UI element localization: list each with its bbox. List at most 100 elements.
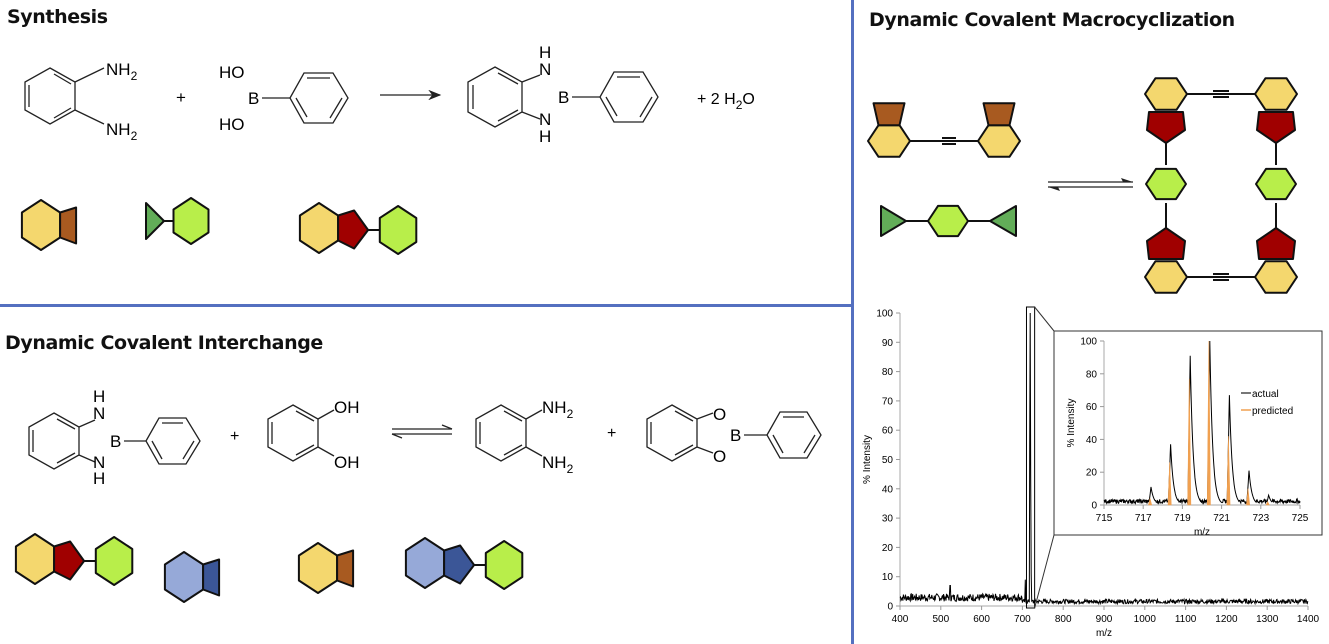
diazaborole-product-structure: HN NH B bbox=[467, 43, 659, 146]
legend-actual-label: actual bbox=[1252, 389, 1279, 400]
x-tick-label: 723 bbox=[1252, 513, 1269, 524]
macrocycle-bottom-pentagon-right bbox=[1256, 227, 1296, 260]
section-title-synthesis: Synthesis bbox=[7, 6, 108, 28]
plus-sign: + bbox=[230, 428, 239, 445]
x-tick-label: 1000 bbox=[1134, 614, 1157, 625]
section-title-interchange: Dynamic Covalent Interchange bbox=[5, 332, 323, 354]
svg-text:H: H bbox=[539, 127, 551, 146]
y-axis-label: % Intensity bbox=[862, 435, 873, 484]
equilibrium-arrows-macrocycle bbox=[1048, 178, 1133, 191]
plus-sign: + bbox=[607, 425, 616, 442]
macrocycle-bottom-hexagon-right bbox=[1254, 260, 1298, 294]
svg-text:N: N bbox=[93, 404, 105, 423]
y-tick-label: 30 bbox=[882, 514, 894, 525]
macrocycle-lime-hexagon-right bbox=[1255, 167, 1297, 201]
y-tick-label: 40 bbox=[1086, 435, 1098, 446]
cartoon-adduct-hexagon bbox=[298, 202, 340, 254]
cartoon-interchange-diamine-trapezoid bbox=[336, 549, 355, 588]
cartoon-bisboronic-hexagon bbox=[927, 204, 969, 238]
cartoon-bisdiamine-left-hexagon bbox=[867, 124, 911, 158]
cartoon-boronate-ester-hexagon bbox=[404, 537, 446, 589]
y-tick-label: 80 bbox=[882, 367, 894, 378]
actual-trace bbox=[1103, 340, 1301, 505]
cartoon-adduct-lime-hexagon bbox=[378, 205, 418, 255]
cartoon-interchange-adduct-hexagon bbox=[14, 533, 56, 585]
y-tick-label: 10 bbox=[882, 572, 894, 583]
svg-text:B: B bbox=[730, 426, 741, 445]
svg-text:O: O bbox=[713, 447, 726, 466]
cartoon-interchange-diamine-hexagon bbox=[297, 542, 339, 594]
macrocycle-top-pentagon-left bbox=[1146, 111, 1186, 144]
x-tick-label: 725 bbox=[1292, 513, 1309, 524]
x-tick-label: 1100 bbox=[1175, 614, 1197, 625]
x-tick-label: 1400 bbox=[1297, 614, 1320, 625]
cartoon-boronic-hexagon bbox=[172, 197, 210, 245]
cartoon-boronate-ester-lime-hexagon bbox=[484, 540, 524, 590]
byproduct-water: + 2 H2O bbox=[697, 91, 755, 112]
cartoon-interchange-adduct-pentagon bbox=[53, 540, 86, 581]
ho-label-bottom: HO bbox=[219, 115, 245, 134]
svg-text:H: H bbox=[539, 43, 551, 62]
diazaborole-reactant-structure: HN NH B bbox=[28, 387, 201, 488]
spectrum-trace bbox=[899, 312, 1309, 606]
y-tick-label: 0 bbox=[887, 602, 893, 613]
x-axis-label: m/z bbox=[1194, 527, 1210, 538]
svg-text:NH2: NH2 bbox=[542, 453, 574, 476]
phenylboronic-acid-structure: HO HO B bbox=[219, 63, 349, 134]
y-tick-label: 20 bbox=[1086, 468, 1098, 479]
svg-text:OH: OH bbox=[334, 453, 360, 472]
y-axis-label: % Intensity bbox=[1066, 399, 1077, 448]
cartoon-catechol-trapezoid bbox=[202, 558, 221, 597]
svg-text:N: N bbox=[93, 453, 105, 472]
equilibrium-arrows-interchange bbox=[391, 424, 453, 439]
svg-text:H: H bbox=[93, 387, 105, 406]
cartoon-bisdiamine-left-trapezoid bbox=[872, 102, 906, 127]
svg-text:H: H bbox=[93, 469, 105, 488]
y-tick-label: 60 bbox=[1086, 402, 1098, 413]
cartoon-boronic-triangle bbox=[145, 202, 165, 240]
cartoon-boronate-ester-pentagon bbox=[443, 544, 476, 585]
y-tick-label: 0 bbox=[1091, 501, 1097, 512]
y-tick-label: 40 bbox=[882, 484, 894, 495]
macrocycle-top-hexagon-right bbox=[1254, 77, 1298, 111]
x-tick-label: 721 bbox=[1213, 513, 1230, 524]
x-axis-label: m/z bbox=[1096, 628, 1112, 639]
x-tick-label: 715 bbox=[1096, 513, 1113, 524]
cartoon-interchange-adduct-lime-hexagon bbox=[94, 536, 134, 586]
boron-label: B bbox=[248, 89, 259, 108]
plus-sign: + bbox=[176, 88, 186, 107]
predicted-peak bbox=[1246, 488, 1250, 506]
cartoon-catechol-hexagon bbox=[163, 551, 205, 603]
svg-text:OH: OH bbox=[334, 398, 360, 417]
y-tick-label: 20 bbox=[882, 543, 894, 554]
ho-label-top: HO bbox=[219, 63, 245, 82]
cartoon-diamine-hexagon bbox=[20, 199, 62, 251]
svg-text:B: B bbox=[110, 432, 121, 451]
horizontal-divider bbox=[0, 304, 853, 307]
svg-text:N: N bbox=[539, 110, 551, 129]
y-tick-label: 90 bbox=[882, 338, 894, 349]
cartoon-bisdiamine-right-trapezoid bbox=[982, 102, 1016, 127]
cartoon-diamine-trapezoid bbox=[59, 206, 78, 245]
cartoon-bisboronic-tri-left bbox=[880, 205, 907, 237]
svg-text:NH2: NH2 bbox=[542, 398, 574, 421]
catechol-structure: OH OH bbox=[267, 398, 360, 472]
cartoon-adduct-pentagon bbox=[337, 209, 370, 250]
legend-predicted-label: predicted bbox=[1252, 406, 1293, 417]
dioxaborole-product-structure: O O B bbox=[646, 404, 822, 466]
zoom-window-box bbox=[1025, 306, 1036, 609]
section-title-macrocyclization: Dynamic Covalent Macrocyclization bbox=[869, 9, 1235, 31]
x-tick-label: 1200 bbox=[1215, 614, 1238, 625]
callout-line-bottom bbox=[1034, 534, 1055, 609]
nh2-label-top: NH2 bbox=[106, 60, 138, 83]
callout-line-top bbox=[1034, 306, 1055, 332]
predicted-peak bbox=[1148, 498, 1153, 506]
x-tick-label: 717 bbox=[1135, 513, 1152, 524]
y-tick-label: 80 bbox=[1086, 369, 1098, 380]
svg-text:O: O bbox=[713, 405, 726, 424]
x-tick-label: 600 bbox=[973, 614, 990, 625]
predicted-peak bbox=[1226, 436, 1231, 506]
